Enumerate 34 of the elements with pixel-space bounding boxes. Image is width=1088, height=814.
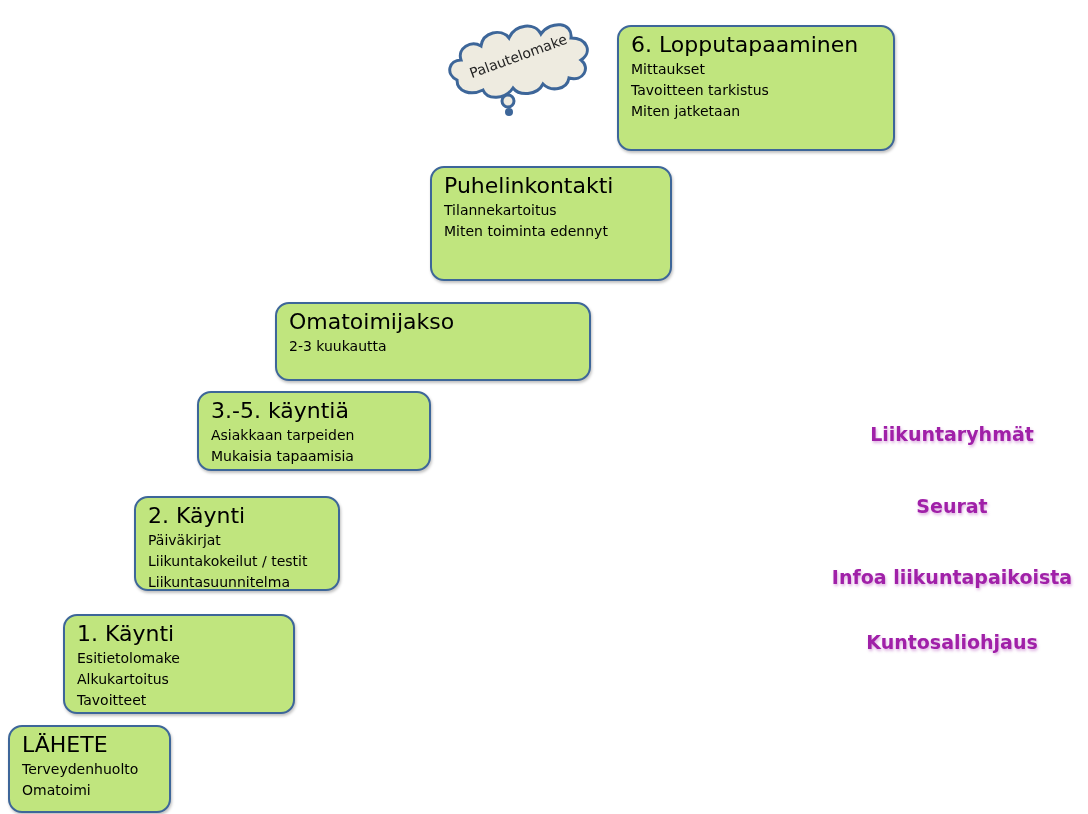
step-title: LÄHETE [22,731,109,759]
step-title: Puhelinkontakti [444,172,615,200]
service-label: Seurat [916,494,988,519]
service-label: Kuntosaliohjaus [866,630,1038,655]
step-detail: Esitietolomake [77,649,181,668]
step-title: 3.-5. käyntiä [211,397,350,425]
step-detail: Tavoitteet [77,691,148,710]
step-box [8,725,171,813]
step-detail: Asiakkaan tarpeiden [211,426,356,445]
step-detail: Omatoimi [22,781,92,800]
step-box [430,166,672,281]
step-detail: Tavoitteen tarkistus [631,81,770,100]
step-detail: Päiväkirjat [148,531,222,550]
step-box [197,391,431,471]
service-label: Infoa liikuntapaikoista [831,565,1073,590]
step-detail: 2-3 kuukautta [289,337,388,356]
step-title: 6. Lopputapaaminen [631,31,860,59]
step-title: 1. Käynti [77,620,176,648]
step-detail: Mittaukset [631,60,706,79]
step-detail: Alkukartoitus [77,670,170,689]
step-detail: Miten jatketaan [631,102,742,121]
step-box [63,614,295,714]
step-detail: Miten toiminta edennyt [444,222,609,241]
step-detail: Mukaisia tapaamisia [211,447,355,466]
step-box [134,496,340,591]
step-box [617,25,895,151]
step-box [275,302,591,381]
step-detail: Terveydenhuolto [22,760,140,779]
step-title: 2. Käynti [148,502,247,530]
step-detail: Tilannekartoitus [444,201,558,220]
step-detail: Liikuntakokeilut / testit [148,552,309,571]
service-label: Liikuntaryhmät [870,422,1034,447]
step-title: Omatoimijakso [289,308,456,336]
step-detail: Liikuntasuunnitelma [148,573,291,589]
